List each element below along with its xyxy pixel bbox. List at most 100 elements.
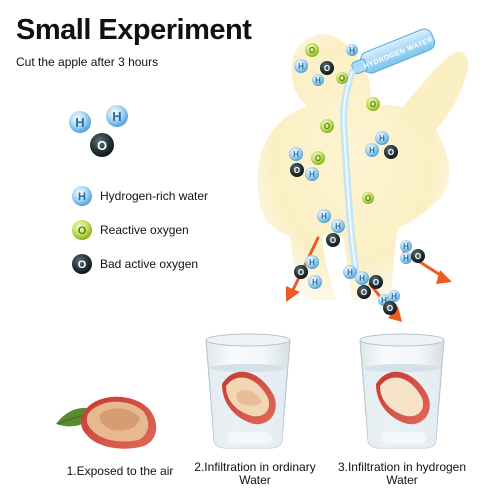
legend-label-bad-oxygen: Bad active oxygen [100,257,199,271]
bad-oxygen-icon: O [411,249,425,263]
hydrogen-icon: H [317,209,331,223]
svg-text:O: O [78,225,87,237]
hydrogen-icon: H [72,186,92,206]
hydrogen-icon: H [343,265,357,279]
page-title: Small Experiment [16,14,252,46]
hydrogen-icon: H [400,240,412,252]
svg-text:O: O [309,46,315,55]
bad-oxygen-icon: O [294,265,308,279]
arrow-left [290,236,320,294]
bad-oxygen-icon: O [326,233,340,247]
svg-text:O: O [365,194,371,203]
svg-text:H: H [359,274,365,283]
svg-text:O: O [294,166,300,175]
reactive-oxygen-icon: O [311,151,325,165]
hydrogen-icon: H [375,131,389,145]
body-silhouette [257,34,450,300]
svg-text:H: H [75,115,84,130]
hydrogen-icon: H [355,271,369,285]
caption-exposed: 1.Exposed to the air [50,465,190,478]
caption-exposed-line1: 1.Exposed to the air [66,464,174,478]
hydrogen-icon: H [346,44,358,56]
caption-hydrogen-line1: 3.Infiltration in hydrogen [337,460,467,474]
hydrogen-icon: H [400,252,412,264]
svg-text:O: O [387,304,393,313]
legend-icons: H O O [72,186,92,274]
bad-oxygen-icon: O [290,163,304,177]
svg-text:O: O [330,236,336,245]
glass-hydrogen-water [359,333,445,449]
svg-text:H: H [298,62,304,71]
svg-text:H: H [312,278,318,287]
svg-text:O: O [324,64,330,73]
svg-text:H: H [369,146,375,155]
svg-text:H: H [293,150,299,159]
apple-exposed [56,396,157,449]
hydrogen-icon: H [305,167,319,181]
hydrogen-icon: H [388,290,400,302]
hydrogen-icon: H [331,219,345,233]
reactive-oxygen-icon: O [305,43,319,57]
caption-hydrogen: 3.Infiltration in hydrogen Water [332,461,472,487]
svg-text:H: H [315,76,321,85]
reactive-oxygen-icon: O [320,119,334,133]
hydrogen-icon: H [305,255,319,269]
bad-oxygen-icon: O [320,61,334,75]
svg-text:O: O [388,148,394,157]
svg-text:O: O [78,259,87,271]
svg-text:H: H [347,268,353,277]
bad-oxygen-icon: O [384,145,398,159]
raised-arm [398,51,469,142]
svg-text:O: O [361,288,367,297]
svg-text:H: H [349,46,355,55]
bad-oxygen-icon: O [383,301,397,315]
svg-text:O: O [373,278,379,287]
bad-oxygen-icon: O [369,275,383,289]
hydrogen-icon: H [294,59,308,73]
svg-text:H: H [309,170,315,179]
reactive-oxygen-icon: O [72,220,92,240]
bad-oxygen-icon: O [357,285,371,299]
svg-text:O: O [324,122,330,131]
svg-text:O: O [298,268,304,277]
hydrogen-icon: H [365,143,379,157]
legend-label-hydrogen: Hydrogen-rich water [100,189,209,203]
reactive-oxygen-icon: O [366,97,380,111]
arrow-heads [286,270,452,322]
arrow-head-right [436,270,452,284]
hydrogen-icon: H [312,74,324,86]
reactive-oxygen-icon: O [362,192,374,204]
body-molecules: H O O H O H O O H H O O H O H O H H O H … [289,43,425,315]
svg-text:H: H [112,109,121,124]
svg-text:H: H [321,212,327,221]
svg-text:O: O [339,74,345,83]
caption-hydrogen-line2: Water [386,473,418,487]
svg-text:O: O [370,100,376,109]
arrow-head-center [388,306,402,322]
caption-ordinary-line1: 2.Infiltration in ordinary [194,460,316,474]
glass-ordinary-water [205,333,291,449]
bad-oxygen-icon: O [72,254,92,274]
svg-text:H: H [78,191,86,203]
reactive-oxygen-icon: O [336,72,348,84]
page-subtitle: Cut the apple after 3 hours [16,55,159,69]
hydrogen-icon: H [69,111,91,133]
legend-label-reactive-oxygen: Reactive oxygen [100,223,189,237]
svg-text:H: H [309,258,315,267]
svg-text:H: H [335,222,341,231]
hydrogen-icon: H [308,275,322,289]
hydrogen-icon: H [289,147,303,161]
svg-text:O: O [415,252,421,261]
svg-text:H: H [403,242,409,251]
svg-text:H: H [391,292,397,301]
caption-ordinary-line2: Water [239,473,271,487]
water-bottle: HYDROGEN WATER [351,28,436,75]
svg-text:H: H [403,254,409,263]
svg-text:O: O [315,154,321,163]
water-molecule: H H O [69,105,128,157]
svg-text:O: O [97,138,107,153]
svg-text:H: H [379,134,385,143]
caption-ordinary: 2.Infiltration in ordinary Water [185,461,325,487]
arrow-head-left [286,286,300,302]
